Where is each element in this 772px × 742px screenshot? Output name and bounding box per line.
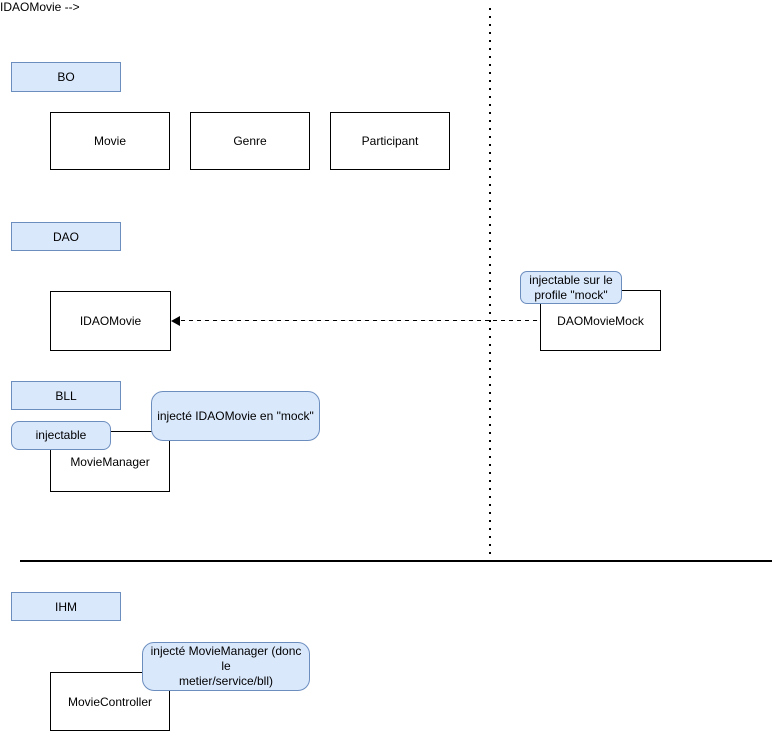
node-idaomovie: IDAOMovie (50, 291, 171, 351)
layer-ihm-text: IHM (55, 599, 77, 614)
note-injected-moviemanager: injecté MovieManager (donc le metier/ser… (142, 642, 310, 691)
layer-bo-text: BO (57, 70, 75, 84)
note-injectable: injectable (11, 421, 111, 450)
note-injectable-mock-profile: injectable sur le profile "mock" (520, 271, 622, 304)
node-participant: Participant (330, 112, 450, 170)
arrowhead-left-icon (171, 316, 180, 326)
layer-label-bll: BLL (11, 381, 121, 410)
vertical-dotted-divider (489, 8, 491, 567)
node-moviemanager-label: MovieManager (70, 454, 150, 469)
node-movie-label: Movie (93, 134, 126, 148)
note-injected-idaomovie-mock: injecté IDAOMovie en "mock" (151, 391, 320, 441)
layer-bll-text: BLL (55, 388, 77, 403)
node-idaomovie-label: IDAOMovie (79, 314, 142, 328)
node-moviecontroller: MovieController (50, 672, 170, 731)
layer-label-dao: DAO (11, 222, 121, 251)
node-daomoviemock-label: DAOMovieMock (557, 313, 644, 328)
dashed-dependency-line (181, 320, 540, 321)
node-movie: Movie (50, 112, 170, 170)
node-participant-label: Participant (361, 134, 419, 148)
node-moviecontroller-label: MovieController (67, 694, 153, 709)
layer-label-ihm: IHM (11, 592, 121, 621)
layer-label-bo: BO (11, 62, 121, 92)
horizontal-divider (20, 560, 772, 562)
node-genre: Genre (190, 112, 310, 170)
node-genre-label: Genre (233, 134, 267, 148)
layer-dao-text: DAO (52, 229, 79, 244)
